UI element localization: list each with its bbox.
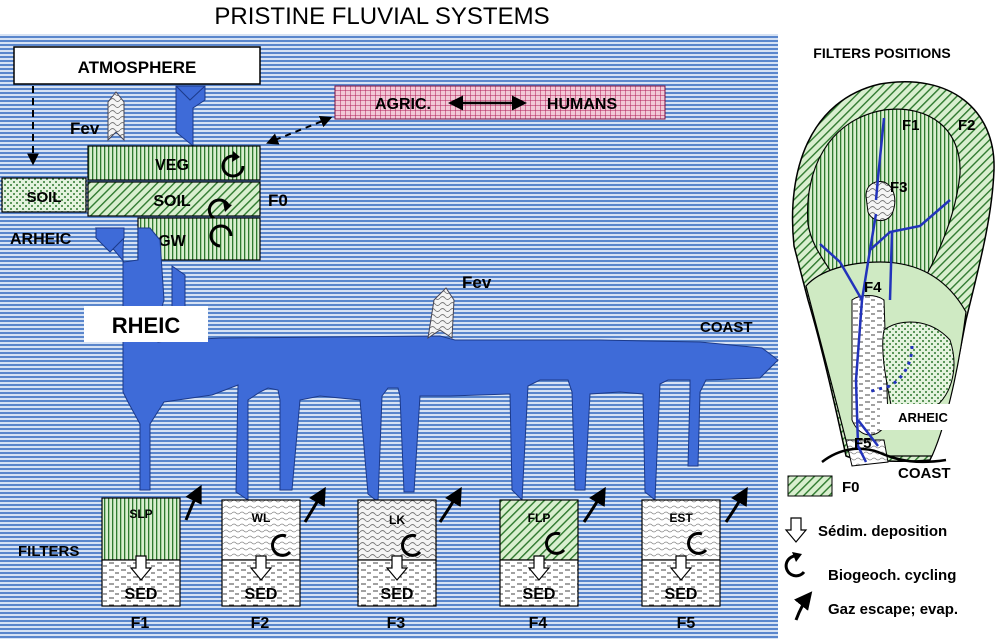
cycling-icon [271, 533, 292, 557]
arheic-dotted-stream [867, 345, 914, 394]
rheic-box [84, 306, 208, 342]
filter-f5: EST SED F5 [641, 486, 748, 632]
legend-cycling-icon [784, 554, 806, 578]
arheic-zone [882, 321, 955, 411]
gas-escape-icon [582, 486, 606, 523]
filter-f2-sed: SED [245, 586, 278, 603]
position-f2-label: F2 [958, 117, 976, 134]
arheic-right-box [880, 404, 966, 430]
deposition-icon [669, 555, 693, 581]
filter-f5-name: F5 [677, 615, 696, 632]
fev-evaporation-icon [107, 91, 125, 142]
agric-label: AGRIC. [375, 96, 431, 113]
veg-box [87, 145, 261, 181]
filter-f2-name: F2 [251, 615, 270, 632]
legend-deposition-label: Sédim. deposition [818, 523, 947, 540]
gas-escape-icon [724, 486, 748, 523]
filter-f1-name: F1 [131, 615, 150, 632]
gas-escape-icon [303, 486, 326, 523]
deposition-icon [527, 555, 551, 581]
river-water-body [94, 227, 779, 504]
coastline [821, 447, 947, 464]
estuary-f5-zone [845, 439, 889, 467]
filters-label: FILTERS [18, 543, 79, 560]
filter-f3-name: F3 [387, 615, 406, 632]
filter-f5-code: EST [669, 511, 693, 525]
gw-cycling-icon [209, 224, 233, 248]
legend-escape-icon [793, 591, 813, 621]
legend-escape-label: Gaz escape; evap. [828, 601, 958, 618]
filter-f1: SLP SED F1 [101, 484, 202, 632]
filters-positions-title: FILTERS POSITIONS [813, 45, 950, 61]
position-f1-label: F1 [902, 117, 920, 134]
page-title: PRISTINE FLUVIAL SYSTEMS [214, 3, 549, 30]
fev-mid-label: Fev [462, 273, 492, 292]
gas-escape-icon [438, 486, 462, 523]
soil-column-label: SOIL [153, 193, 191, 210]
legend-f0-swatch [787, 475, 833, 497]
coast-right-label: COAST [898, 465, 951, 482]
filter-f4-name: F4 [529, 615, 548, 632]
deposition-icon [385, 555, 409, 581]
filter-f4-code: FLP [528, 511, 551, 525]
cycling-icon [687, 531, 708, 555]
position-f3-label: F3 [890, 179, 908, 196]
legend-cycling-label: Biogeoch. cycling [828, 567, 956, 584]
filter-f1-sed: SED [125, 586, 158, 603]
position-f5-label: F5 [854, 435, 872, 452]
filter-f3: LK SED F3 [357, 486, 462, 632]
f0-label: F0 [268, 191, 288, 210]
filter-f3-code: LK [389, 513, 405, 527]
soil-arheic-box [1, 177, 87, 213]
filter-f5-sed: SED [665, 586, 698, 603]
filter-f2: WL SED F2 [221, 486, 326, 632]
atmosphere-label: ATMOSPHERE [78, 58, 197, 77]
deposition-icon [249, 555, 273, 581]
filter-f4: FLP SED F4 [499, 486, 606, 632]
gas-escape-icon [184, 484, 202, 521]
deposition-icon [129, 555, 153, 581]
atmosphere-box [13, 46, 261, 85]
fev-top-label: Fev [70, 119, 100, 138]
filter-f3-sed: SED [381, 586, 414, 603]
coast-left-label: COAST [700, 319, 753, 336]
filter-f2-code: WL [252, 511, 271, 525]
soil-arheic-label: SOIL [26, 189, 61, 206]
legend-deposition-icon [784, 517, 808, 543]
cycling-icon [545, 531, 566, 555]
filter-f4-sed: SED [523, 586, 556, 603]
veg-label: VEG [155, 157, 189, 174]
filter-f1-code: SLP [129, 507, 152, 521]
arheic-left-label: ARHEIC [10, 231, 72, 248]
rheic-label: RHEIC [112, 313, 181, 338]
river-network [819, 117, 951, 463]
arheic-chevron [95, 227, 125, 253]
lake-f3-zone [865, 181, 896, 221]
agric-veg-dashed-arrow [266, 115, 333, 145]
legend: F0 Sédim. deposition Biogeoch. cycling G… [784, 475, 958, 621]
fev-mid-icon [427, 287, 455, 340]
soil-column-box [87, 181, 261, 217]
gw-label: GW [158, 233, 186, 250]
arheic-right-label: ARHEIC [898, 410, 948, 425]
legend-f0-label: F0 [842, 479, 860, 496]
position-f4-label: F4 [864, 279, 882, 296]
veg-cycling-icon [221, 154, 245, 178]
cycling-icon [401, 533, 422, 557]
humans-label: HUMANS [547, 96, 618, 113]
